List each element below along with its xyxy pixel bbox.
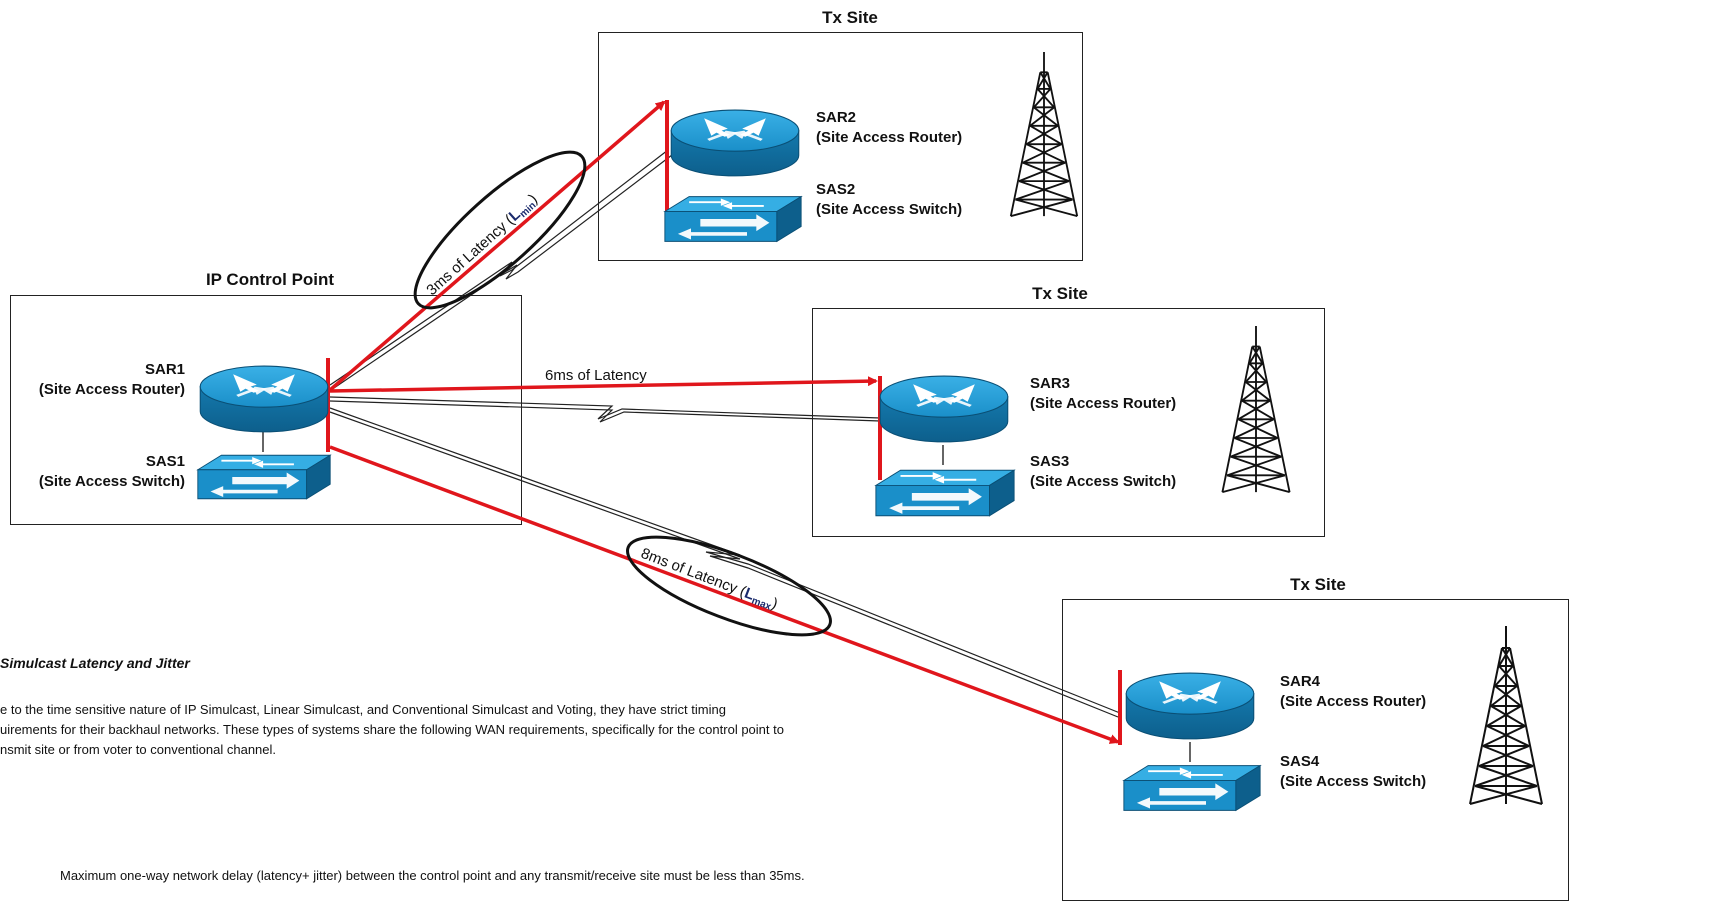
sar3-label: SAR3 (Site Access Router) [1030,374,1176,414]
lmax-ellipse [626,535,832,637]
latency-label-lmax: 8ms of Latency (Lmax) [638,545,780,615]
tx-site-3-title: Tx Site [1290,575,1346,594]
requirements-paragraph: e to the time sensitive nature of IP Sim… [0,700,1040,760]
para-line-1: e to the time sensitive nature of IP Sim… [0,702,726,717]
delay-requirement: Maximum one-way network delay (latency+ … [60,868,805,883]
section-heading: Simulcast Latency and Jitter [0,655,190,671]
sas1-desc: (Site Access Switch) [38,473,185,490]
sas4-name: SAS4 [1280,753,1320,770]
sas2-name: SAS2 [816,181,856,198]
wan-link-to-sar4-b [329,411,1119,718]
sar2-name: SAR2 [816,109,857,126]
sar4-label: SAR4 (Site Access Router) [1280,672,1426,712]
sar2-desc: (Site Access Router) [816,129,963,146]
para-line-2: uirements for their backhaul networks. T… [0,722,784,737]
sar3-router-icon [879,375,1009,443]
sas2-label: SAS2 (Site Access Switch) [816,180,962,220]
latency-label-lmin: 3ms of Latency (Lmin) [423,191,542,301]
sas1-name: SAS1 [145,453,185,470]
sas3-desc: (Site Access Switch) [1030,473,1177,490]
router-switch-connectors [262,430,1191,762]
sar1-name: SAR1 [144,361,185,378]
lmin-ellipse [413,150,587,310]
lmax-close: ) [769,595,780,613]
lmin-text: 3ms of Latency ( [423,212,517,299]
latency-links [328,100,1120,744]
tx-site-3-box [1062,599,1569,901]
wan-link-to-sar4 [329,407,1121,714]
sas1-switch-icon [197,454,331,500]
latency-link-mid [329,376,878,393]
sar2-label: SAR2 (Site Access Router) [816,108,962,148]
latency-label-mid: 6ms of Latency [545,367,647,384]
sar1-router-icon [199,365,329,433]
tx-site-2-title: Tx Site [1032,284,1088,303]
sas1-label: SAS1 (Site Access Switch) [10,452,185,492]
sas4-label: SAS4 (Site Access Switch) [1280,752,1426,792]
wan-link-to-sar3-b [329,400,881,423]
control-point-title: IP Control Point [205,270,335,289]
sar4-desc: (Site Access Router) [1280,693,1427,710]
latency-link-lmin [328,100,666,392]
sar4-name: SAR4 [1280,673,1321,690]
tower-tx3-icon [1468,624,1544,806]
sar2-router-icon [670,109,800,177]
tower-tx2-icon [1221,326,1291,494]
sas4-switch-icon [1123,765,1261,811]
sas3-name: SAS3 [1030,453,1070,470]
sas2-desc: (Site Access Switch) [816,201,963,218]
sas3-label: SAS3 (Site Access Switch) [1030,452,1176,492]
sar1-desc: (Site Access Router) [38,381,185,398]
sar3-desc: (Site Access Router) [1030,395,1177,412]
wan-link-to-sar3 [329,396,881,420]
sar3-name: SAR3 [1030,375,1071,392]
sar4-router-icon [1125,672,1255,740]
tx-site-1-title: Tx Site [822,8,878,27]
sas3-switch-icon [875,469,1015,517]
sar1-label: SAR1 (Site Access Router) [10,360,185,400]
sas2-switch-icon [664,196,802,242]
latency-link-lmax [329,445,1120,744]
sas4-desc: (Site Access Switch) [1280,773,1427,790]
tower-tx1-icon [1009,52,1079,218]
para-line-3: nsmit site or from voter to conventional… [0,742,277,757]
